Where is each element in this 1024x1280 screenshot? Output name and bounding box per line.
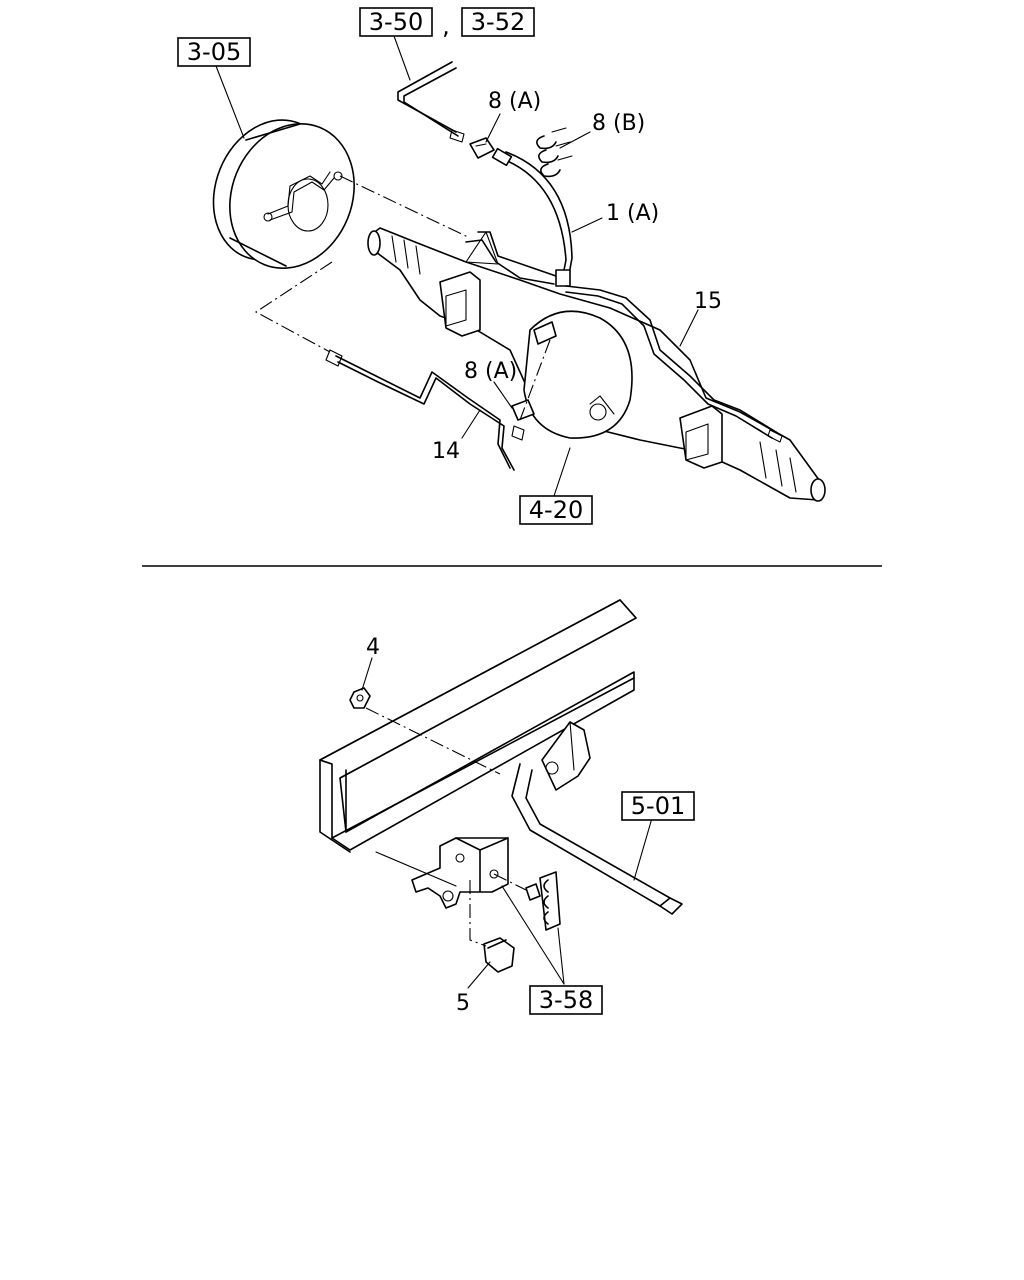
svg-text:5-01: 5-01 xyxy=(631,792,685,820)
leader-4 xyxy=(361,657,373,691)
tube-15-fitting-icon xyxy=(767,429,783,443)
part-label-15: 15 xyxy=(694,289,722,314)
ref-box-3-58[interactable]: 3-58 xyxy=(529,985,603,1015)
leader-14 xyxy=(461,409,481,439)
svg-text:3-52: 3-52 xyxy=(471,8,525,36)
brake-tube-14 xyxy=(254,261,525,471)
ref-box-3-50[interactable]: 3-50 xyxy=(359,7,433,37)
ref-box-4-20[interactable]: 4-20 xyxy=(519,495,593,525)
leader-3-58-b xyxy=(557,927,565,985)
ref-box-3-52[interactable]: 3-52 xyxy=(461,7,535,37)
part-label-8a-mid: 8 (A) xyxy=(464,359,517,384)
brake-tube-15 xyxy=(565,285,777,433)
tube-clip xyxy=(525,871,561,931)
frame-rail xyxy=(319,599,637,853)
leader-5 xyxy=(467,961,491,989)
mounting-bracket xyxy=(375,837,509,909)
leader-3-50 xyxy=(393,35,411,81)
leader-3-58-a xyxy=(501,885,565,985)
part-label-8b: 8 (B) xyxy=(592,111,645,136)
leader-15 xyxy=(679,309,699,347)
flexible-hose xyxy=(491,147,573,287)
part-label-4: 4 xyxy=(366,635,380,660)
spring-hanger xyxy=(541,721,591,791)
tube-3-50-nut-icon xyxy=(449,129,465,143)
guide-line-upper xyxy=(339,175,471,239)
leader-1a xyxy=(571,217,603,233)
ref-box-5-01[interactable]: 5-01 xyxy=(621,791,695,821)
leader-3-05 xyxy=(215,65,245,139)
ref-separator-comma: , xyxy=(442,12,450,40)
nut-4 xyxy=(349,687,371,709)
brake-drum xyxy=(212,119,355,269)
part-label-14: 14 xyxy=(432,439,460,464)
guide-line-clip xyxy=(493,873,527,891)
frame-bracket-view: 5-01 3-58 4 5 xyxy=(319,599,695,1016)
stabilizer-bar xyxy=(511,763,683,915)
guide-line-bolt xyxy=(469,880,487,947)
svg-text:4-20: 4-20 xyxy=(529,496,583,524)
leader-8b xyxy=(559,131,591,149)
brake-tube-upper-left xyxy=(465,239,555,285)
clip-8a-middle xyxy=(511,321,557,421)
svg-text:3-50: 3-50 xyxy=(369,8,423,36)
part-label-8a-top: 8 (A) xyxy=(488,89,541,114)
leader-8a-top xyxy=(485,113,501,143)
leader-4-20 xyxy=(553,447,571,497)
bolt-5 xyxy=(483,937,515,973)
part-label-1a: 1 (A) xyxy=(606,201,659,226)
rear-axle-view: 3-05 3-50 , 3-52 4-20 8 (A) 8 (B) 1 (A) … xyxy=(177,7,826,525)
guide-line-nut xyxy=(365,707,501,775)
leader-5-01 xyxy=(633,817,653,881)
leader-8a-mid xyxy=(493,381,513,409)
svg-text:3-58: 3-58 xyxy=(539,986,593,1014)
ref-box-3-05[interactable]: 3-05 xyxy=(177,37,251,67)
axle-housing xyxy=(367,227,826,502)
clip-8a-upper xyxy=(469,137,495,159)
part-label-5: 5 xyxy=(456,991,470,1016)
clip-8b xyxy=(536,127,573,178)
svg-text:3-05: 3-05 xyxy=(187,38,241,66)
